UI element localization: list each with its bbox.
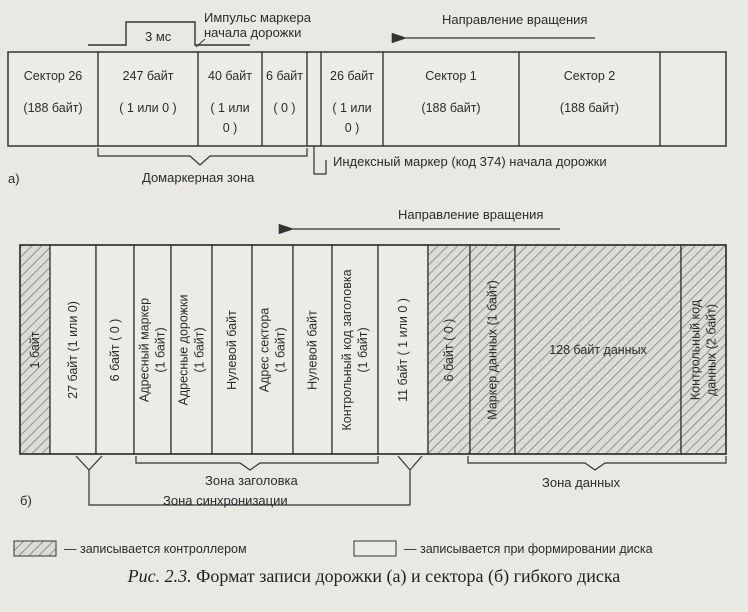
sector-field xyxy=(292,244,333,455)
sector-field xyxy=(331,244,379,455)
track-cell-line1: 40 байт xyxy=(208,69,252,83)
sector-field-label: (1 байт) xyxy=(193,327,207,372)
sector-field xyxy=(514,244,682,455)
sector-part-label: б) xyxy=(20,493,32,508)
sector-cell-texts: 1 байт 27 байт (1 или 0) 6 байт ( 0 ) Адрес… xyxy=(28,269,719,430)
track-cell-line1: Сектор 2 xyxy=(564,69,616,83)
sector-rotation-label: Направление вращения xyxy=(398,207,543,222)
sector-field xyxy=(133,244,172,455)
track-cell-line2: (188 байт) xyxy=(421,101,480,115)
sector-field-label: 1 байт xyxy=(28,331,42,368)
pre-marker-zone-bracket xyxy=(97,148,308,166)
sector-field-label: 11 байт ( 1 или 0 ) xyxy=(396,298,410,402)
pre-marker-zone-label: Домаркерная зона xyxy=(142,170,255,185)
track-cell-line2: (188 байт) xyxy=(23,101,82,115)
index-marker-label: Индексный маркер (код 374) начала дорожк… xyxy=(333,154,607,169)
track-cell-line1: Сектор 1 xyxy=(425,69,477,83)
sector-field-label: Контрольный код заголовка xyxy=(340,269,354,430)
sector-field-label: Контрольный код xyxy=(689,299,703,400)
track-cell-line2: ( 1 или 0 ) xyxy=(119,101,176,115)
header-zone-label: Зона заголовка xyxy=(205,473,299,488)
sector-field xyxy=(377,244,429,455)
caption-label: Рис. 2.3. xyxy=(127,566,192,586)
index-marker-leader xyxy=(313,146,327,175)
index-pulse-waveform xyxy=(88,21,250,46)
sector-field-label: Адресный маркер xyxy=(138,298,152,402)
sector-field-label: данных (2 байт) xyxy=(705,304,719,396)
track-dividers xyxy=(97,52,661,146)
track-cell-line2: (188 байт) xyxy=(560,101,619,115)
sector-field-label: Нулевой байт xyxy=(306,310,320,390)
sector-field-label: Маркер данных (1 байт) xyxy=(486,280,500,419)
sector-field-label: Адрес сектора xyxy=(258,308,272,393)
sector-field-label: 27 байт (1 или 0) xyxy=(66,301,80,399)
track-band xyxy=(7,51,727,147)
header-zone-bracket xyxy=(135,456,379,471)
sector-field-label: (1 байт) xyxy=(154,327,168,372)
legend-formatting-text: — записывается при формировании диска xyxy=(404,542,653,556)
sector-field xyxy=(680,244,727,455)
sector-field-label: (1 байт) xyxy=(274,327,288,372)
data-zone-bracket xyxy=(467,456,727,471)
track-cell-line1: 26 байт xyxy=(330,69,374,83)
data-zone-label: Зона данных xyxy=(542,475,621,490)
sector-band-frame xyxy=(19,244,727,455)
sync-zone-bracket xyxy=(75,455,423,506)
track-cell-line1: 247 байт xyxy=(123,69,174,83)
sector-field-label: 6 байт ( 0 ) xyxy=(108,319,122,382)
track-rotation-label: Направление вращения xyxy=(442,12,587,27)
legend-hatched-swatch xyxy=(13,540,57,557)
track-cell-line2: ( 1 или xyxy=(332,101,371,115)
pulse-label-line1: Импульс маркера xyxy=(204,10,312,25)
sector-field xyxy=(170,244,213,455)
legend: — записывается контроллером — записывает… xyxy=(13,540,653,557)
legend-controller-text: — записывается контроллером xyxy=(64,542,247,556)
sync-zone-label: Зона синхронизации xyxy=(163,493,288,508)
sector-field xyxy=(427,244,471,455)
track-cell-line2: ( 0 ) xyxy=(273,101,295,115)
legend-plain-swatch xyxy=(353,540,397,557)
track-cell-line3: 0 ) xyxy=(345,121,360,135)
caption-text: Формат записи дорожки (а) и сектора (б) … xyxy=(191,566,621,586)
pulse-width-label: 3 мс xyxy=(145,29,172,44)
track-cell-texts: Сектор 26 (188 байт) 247 байт ( 1 или 0 ) 40… xyxy=(23,69,619,135)
track-cell-line1: Сектор 26 xyxy=(24,69,83,83)
track-cell-line2: ( 1 или xyxy=(210,101,249,115)
track-cell-line1: 6 байт xyxy=(266,69,303,83)
sector-diagram: Направление вращения 1 байт 27 байт (1 ил… xyxy=(19,207,727,508)
sector-fields xyxy=(19,244,727,455)
figure-caption: Рис. 2.3. Формат записи дорожки (а) и се… xyxy=(0,566,748,587)
pulse-leader-line xyxy=(195,38,206,48)
pulse-label-line2: начала дорожки xyxy=(204,25,301,40)
sector-field-label: 6 байт ( 0 ) xyxy=(442,319,456,382)
track-cell-line3: 0 ) xyxy=(223,121,238,135)
sector-field-label: Нулевой байт xyxy=(225,310,239,390)
sector-field-label: 128 байт данных xyxy=(549,343,647,357)
sector-field-label: Адресные дорожки xyxy=(177,295,191,406)
sector-field-label: (1 байт) xyxy=(356,327,370,372)
track-part-label: а) xyxy=(8,171,20,186)
track-diagram: Импульс маркера начала дорожки 3 мс Напр… xyxy=(7,10,727,186)
sector-field xyxy=(211,244,253,455)
sector-field xyxy=(251,244,294,455)
